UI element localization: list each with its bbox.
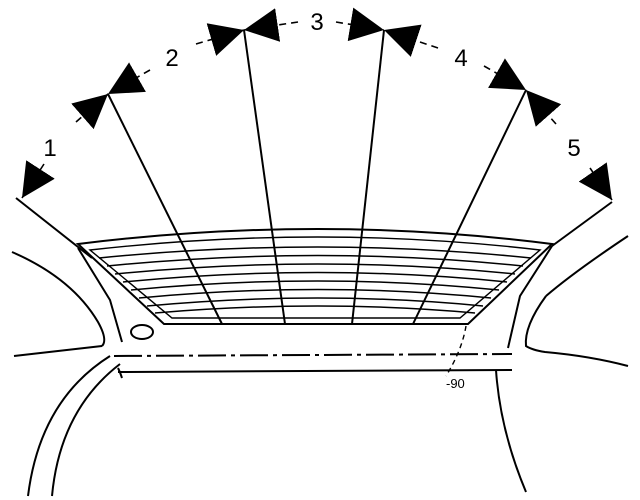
zone-1-arrow-upper <box>71 93 109 130</box>
zone-dimension-arrows <box>21 7 613 201</box>
shelf-lower-line <box>117 367 513 379</box>
right-trim-line <box>495 369 527 493</box>
zone-4-arrow-right <box>483 58 527 91</box>
window-outer-frame <box>75 228 555 325</box>
right-pillar-outer <box>545 235 629 297</box>
zone-5-arrow-upper <box>525 89 562 127</box>
boundary-line-outer-left <box>15 197 93 259</box>
package-shelf <box>113 325 513 379</box>
boundary-line-4 <box>412 89 527 325</box>
left-pillar-fastener <box>130 324 154 340</box>
right-pillar-curve <box>524 295 629 367</box>
zone-4-arrow-left <box>383 24 439 57</box>
right-body-panel <box>495 235 629 493</box>
partial-callout-label: -90 <box>446 376 465 391</box>
zone-labels: 1 2 3 4 5 <box>43 9 580 162</box>
left-pillar-upper-curve <box>11 251 106 347</box>
zone-label-5: 5 <box>567 135 580 162</box>
left-pillar-lower-line <box>13 345 103 357</box>
zone-1-arrow-lower <box>21 160 55 199</box>
left-body-panel <box>11 247 154 497</box>
zone-label-1: 1 <box>43 135 56 162</box>
left-pillar-inner <box>77 247 123 343</box>
left-trim-curve-inner <box>51 363 121 497</box>
shelf-dash-dot-line <box>113 353 513 357</box>
rear-window-glass <box>75 228 555 325</box>
zone-label-2: 2 <box>165 45 178 72</box>
zone-3-arrow-right <box>335 7 385 42</box>
zone-2-arrow-lower <box>107 62 151 95</box>
window-inner-frame <box>88 236 542 319</box>
zone-label-3: 3 <box>310 9 323 36</box>
zone-2-arrow-upper <box>195 23 245 56</box>
boundary-line-1 <box>107 93 223 325</box>
left-trim-curve-outer <box>27 355 111 497</box>
shelf-hidden-edge <box>445 325 467 377</box>
zone-boundary-lines <box>15 29 613 325</box>
right-pillar-inner <box>507 245 553 349</box>
zone-5-arrow-lower <box>578 162 613 201</box>
defroster-grid-lines <box>98 246 532 314</box>
boundary-line-3 <box>351 29 385 325</box>
boundary-line-2 <box>243 29 286 325</box>
zone-label-4: 4 <box>454 45 467 72</box>
boundary-line-outer-right <box>551 201 613 247</box>
zone-3-arrow-left <box>243 8 299 42</box>
